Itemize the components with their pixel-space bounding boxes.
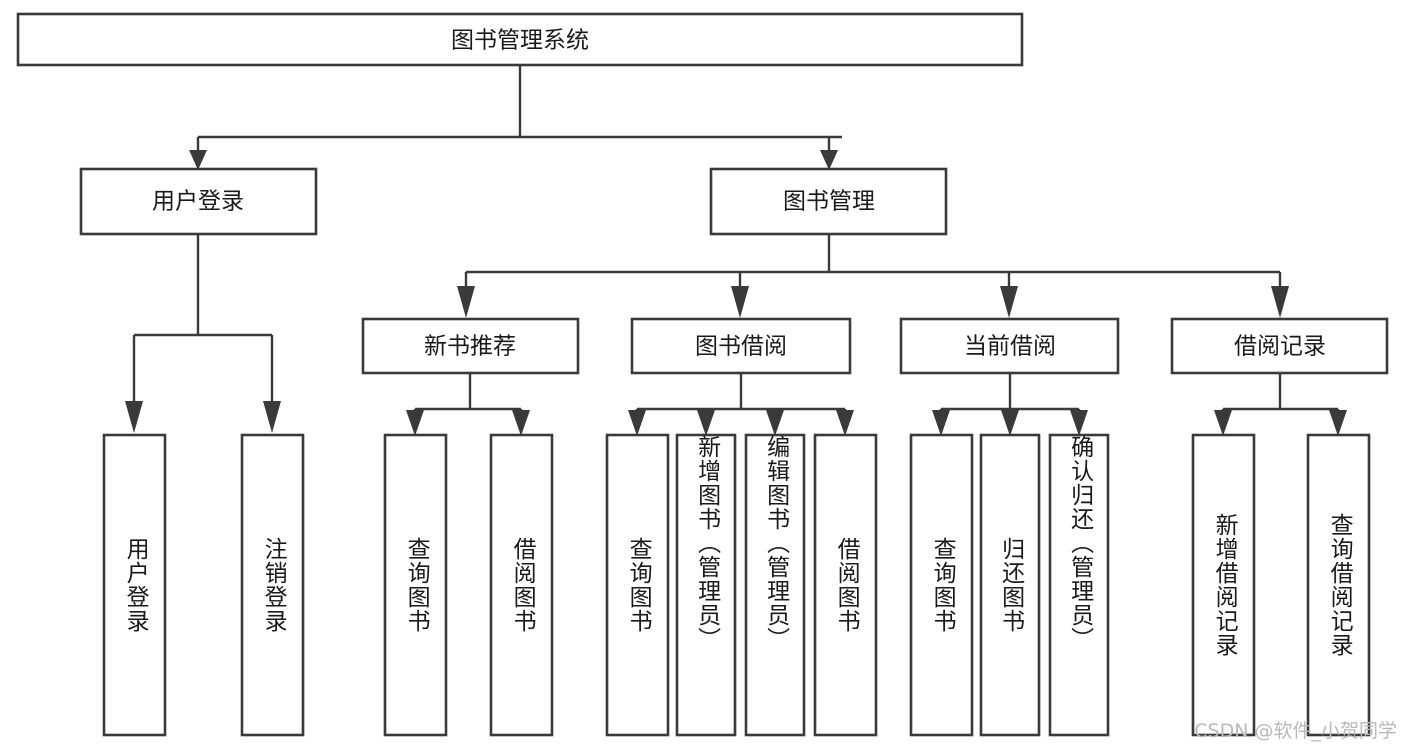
arrowhead-cb-leaf2 (1001, 410, 1019, 436)
arrowhead-nb-leaf2 (512, 410, 530, 436)
node-root-label: 图书管理系统 (451, 28, 589, 54)
node-current-borrow-label: 当前借阅 (964, 334, 1056, 360)
leaf-box-bb-edit-book[interactable] (744, 433, 806, 737)
arrowhead-leaf-logout (263, 401, 281, 433)
node-new-book-recommend[interactable]: 新书推荐 (361, 317, 580, 375)
arrowhead-bb-leaf1 (628, 410, 646, 436)
arrowhead-to-current-borrow (1000, 286, 1018, 318)
arrowhead-cb-leaf3 (1070, 410, 1088, 436)
leaf-box-br-add-record[interactable] (1191, 433, 1256, 737)
arrowhead-to-book-borrow (731, 286, 749, 318)
node-current-borrow[interactable]: 当前借阅 (899, 317, 1120, 375)
node-book-management-label: 图书管理 (783, 189, 875, 215)
arrowhead-leaf-user-login (125, 401, 143, 433)
leaf-box-user-login[interactable] (102, 433, 167, 737)
node-borrow-record-label: 借阅记录 (1234, 334, 1326, 360)
arrowhead-nb-leaf1 (406, 410, 424, 436)
leaf-box-bb-query-book[interactable] (605, 433, 670, 737)
node-book-borrow-box[interactable] (630, 317, 852, 375)
node-borrow-record[interactable]: 借阅记录 (1170, 317, 1389, 375)
arrowhead-bb-leaf3 (766, 410, 784, 436)
arrowhead-br-leaf1 (1214, 410, 1232, 436)
arrowhead-to-book-management (820, 150, 838, 170)
arrowhead-cb-leaf1 (932, 410, 950, 436)
node-root-box[interactable] (16, 12, 1024, 67)
leaf-box-logout[interactable] (240, 433, 305, 737)
leaf-box-cb-return-book[interactable] (979, 433, 1041, 737)
arrowhead-bb-leaf2 (697, 410, 715, 436)
leaf-box-bb-borrow-book[interactable] (813, 433, 878, 737)
arrowhead-to-user-login (189, 150, 207, 170)
leaf-box-bb-add-book[interactable] (675, 433, 737, 737)
leaf-box-cb-query-book[interactable] (909, 433, 974, 737)
node-book-borrow[interactable]: 图书借阅 (630, 317, 852, 375)
leaf-box-nb-borrow-book[interactable] (489, 433, 554, 737)
node-new-book-recommend-box[interactable] (361, 317, 580, 375)
node-user-login-label: 用户登录 (152, 189, 244, 215)
arrowhead-to-new-book (457, 286, 475, 318)
node-book-borrow-label: 图书借阅 (695, 334, 787, 360)
csdn-watermark: CSDN @软件_小贺同学 (1194, 720, 1397, 742)
node-root[interactable]: 图书管理系统 (16, 12, 1024, 67)
connector-layer (125, 65, 1347, 436)
leaf-box-br-query-record[interactable] (1306, 433, 1371, 737)
node-user-login[interactable]: 用户登录 (79, 167, 318, 236)
arrowhead-br-leaf2 (1329, 410, 1347, 436)
node-new-book-recommend-label: 新书推荐 (424, 334, 516, 360)
arrowhead-to-borrow-record (1271, 286, 1289, 318)
node-book-management[interactable]: 图书管理 (709, 167, 948, 236)
node-user-login-box[interactable] (79, 167, 318, 236)
leaf-box-cb-confirm-return[interactable] (1048, 433, 1110, 737)
node-borrow-record-box[interactable] (1170, 317, 1389, 375)
node-book-management-box[interactable] (709, 167, 948, 236)
node-current-borrow-box[interactable] (899, 317, 1120, 375)
arrowhead-bb-leaf4 (836, 410, 854, 436)
leaf-box-nb-query-book[interactable] (383, 433, 448, 737)
